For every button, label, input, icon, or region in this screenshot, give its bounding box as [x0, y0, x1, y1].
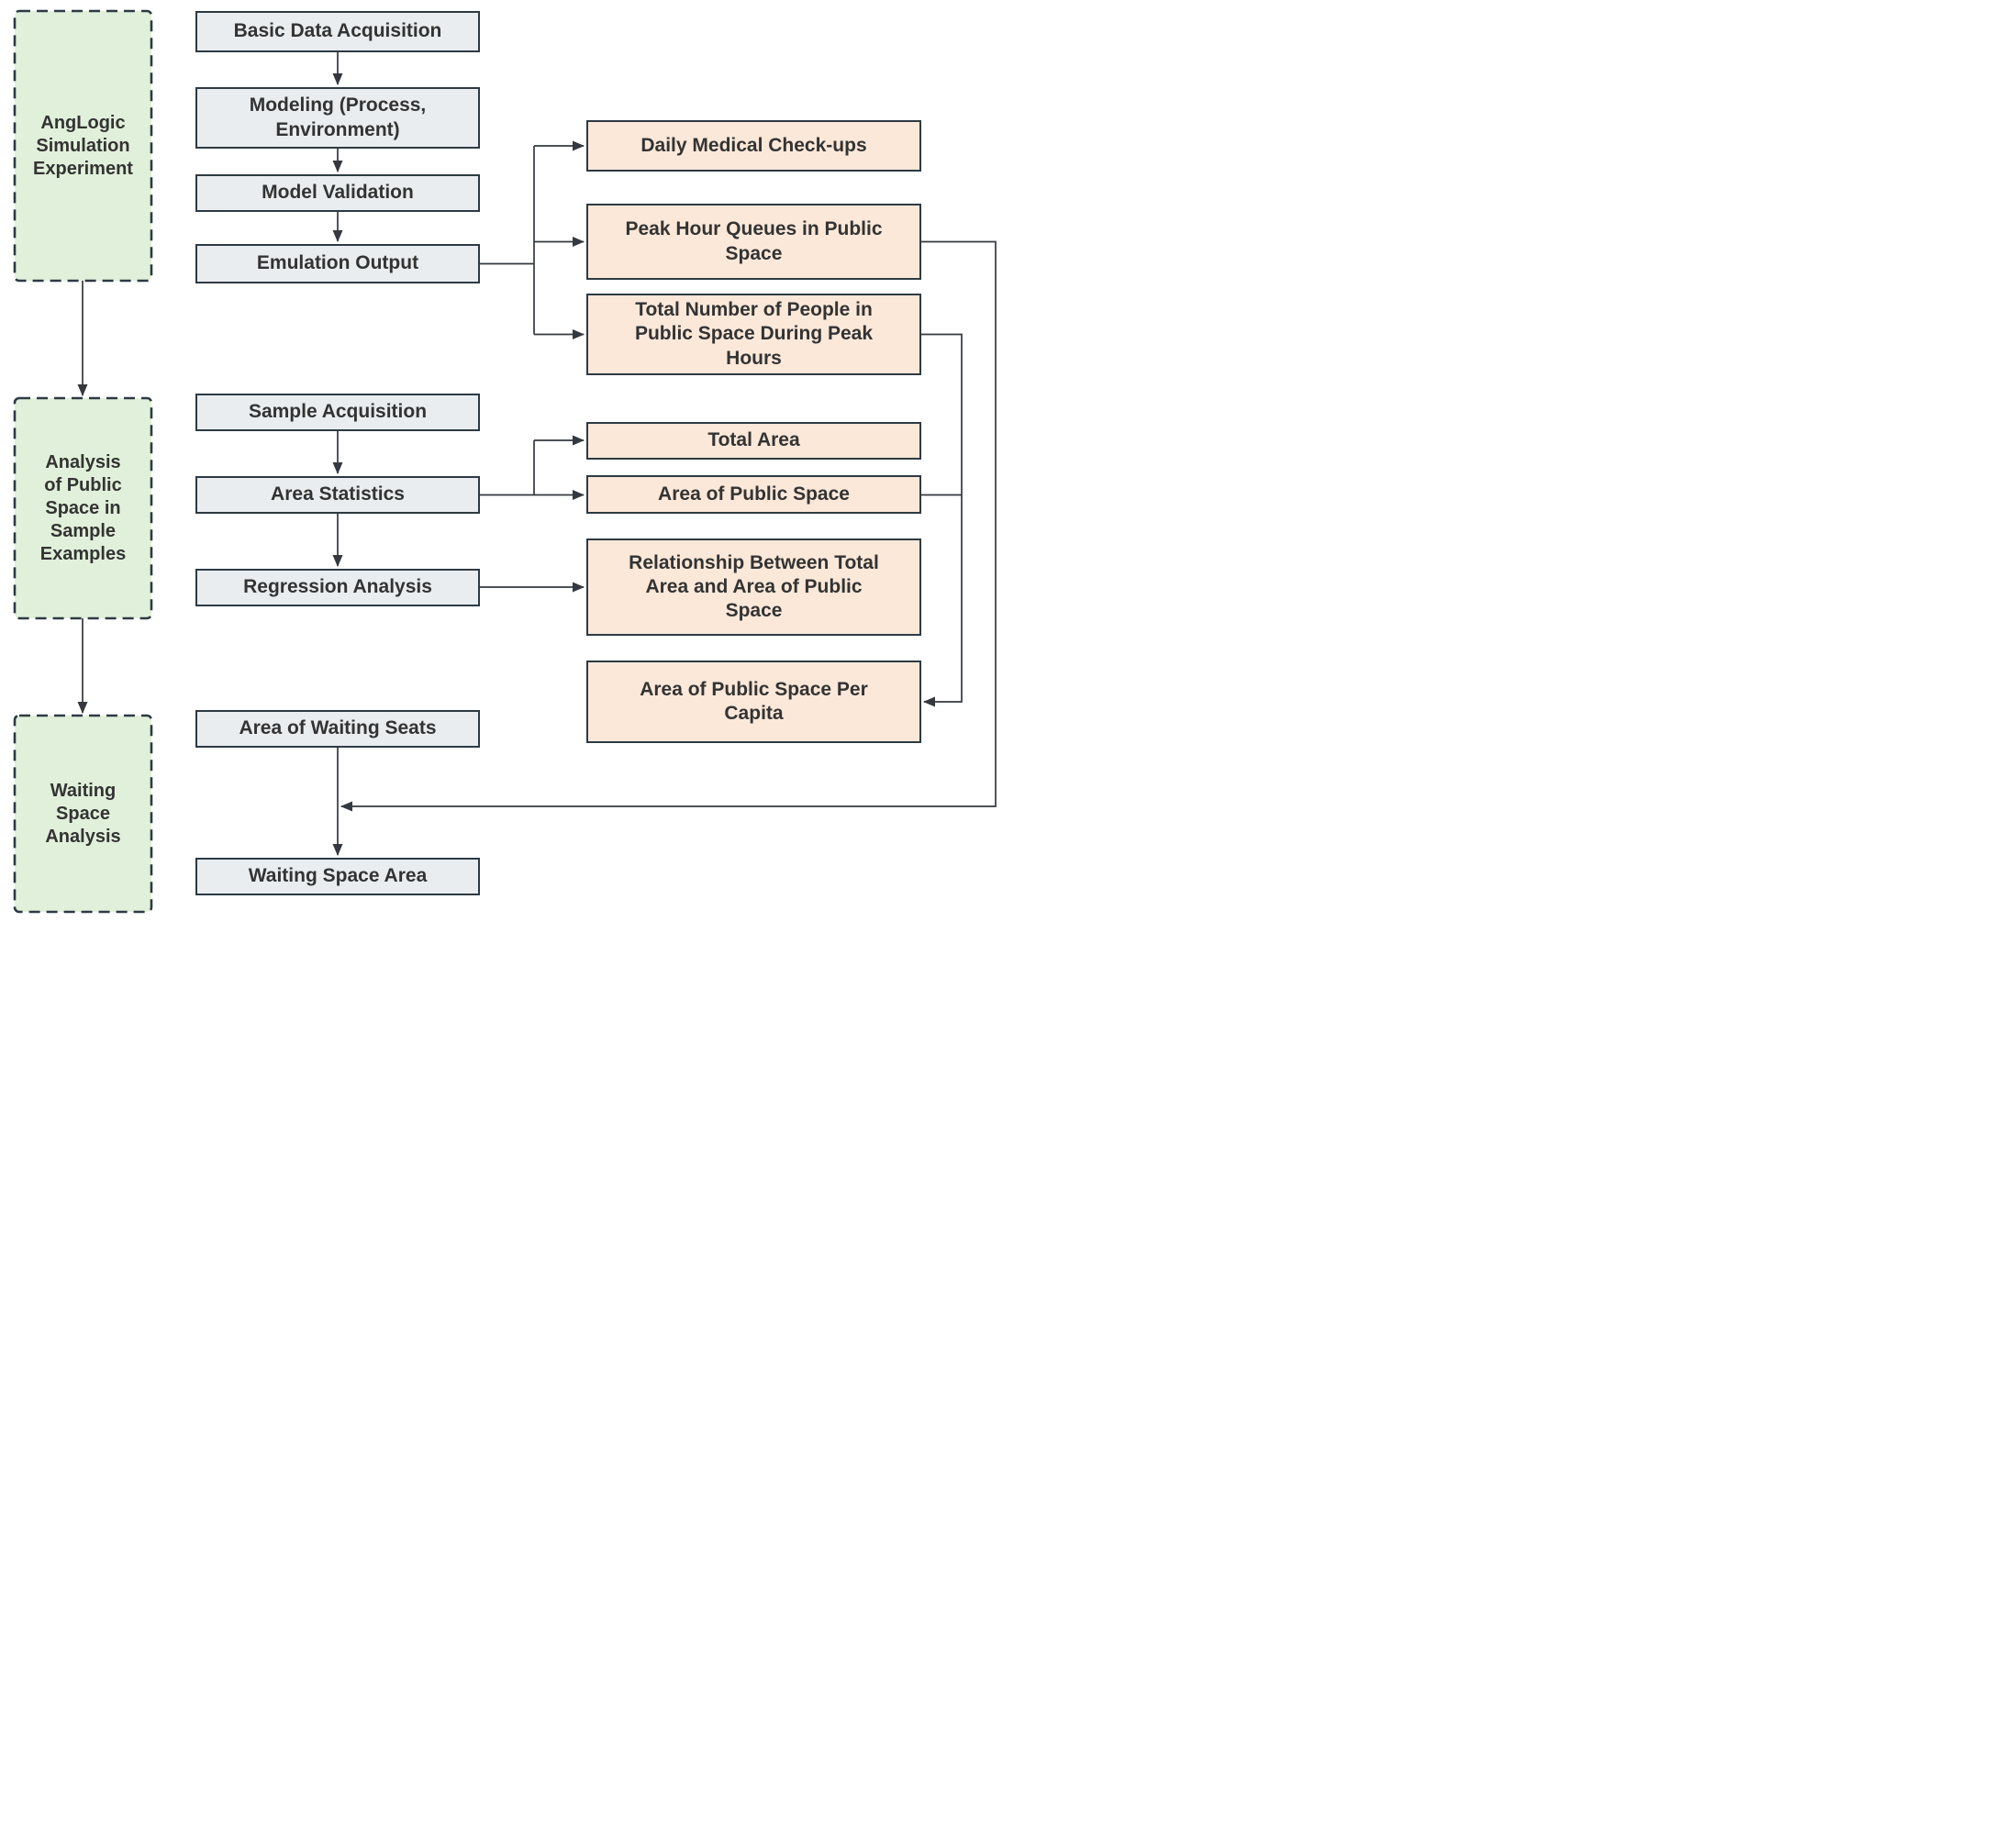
- connector-spines: [480, 146, 962, 496]
- output-daily-medical-check-ups: Daily Medical Check-ups: [586, 120, 921, 172]
- output-relationship-total-vs-public: Relationship Between Total Area and Area…: [586, 538, 921, 636]
- output-peak-hour-queues: Peak Hour Queues in Public Space: [586, 204, 921, 280]
- group-waiting-space-analysis: Waiting Space Analysis: [45, 780, 121, 847]
- step-regression-analysis: Regression Analysis: [195, 569, 480, 606]
- output-area-of-public-space: Area of Public Space: [586, 475, 921, 514]
- analysis-group-frame: [13, 396, 153, 620]
- step-modeling-process-environment: Modeling (Process, Environment): [195, 87, 480, 149]
- output-total-area: Total Area: [586, 422, 921, 460]
- arrow-totalnum-percapita: [921, 333, 963, 707]
- step-basic-data-acquisition: Basic Data Acquisition: [195, 11, 480, 52]
- connector-layer: [13, 9, 997, 914]
- step-area-of-waiting-seats: Area of Waiting Seats: [195, 710, 480, 748]
- anglogic-group-frame: [13, 9, 153, 283]
- connector-arrows: [77, 52, 997, 856]
- output-total-number-of-people: Total Number of People in Public Space D…: [586, 294, 921, 375]
- step-model-validation: Model Validation: [195, 174, 480, 212]
- group-analysis-of-public-space: Analysis of Public Space in Sample Examp…: [39, 451, 127, 564]
- step-waiting-space-area: Waiting Space Area: [195, 858, 480, 895]
- waiting-group-frame: [13, 714, 153, 914]
- arrow-peak-merge: [340, 240, 997, 812]
- step-area-statistics: Area Statistics: [195, 476, 480, 514]
- output-area-per-capita: Area of Public Space Per Capita: [586, 661, 921, 743]
- step-emulation-output: Emulation Output: [195, 244, 480, 283]
- flowchart-canvas: AngLogic Simulation Experiment Analysis …: [0, 0, 1008, 916]
- step-sample-acquisition: Sample Acquisition: [195, 394, 480, 431]
- group-anglogic-simulation-experiment: AngLogic Simulation Experiment: [33, 112, 133, 179]
